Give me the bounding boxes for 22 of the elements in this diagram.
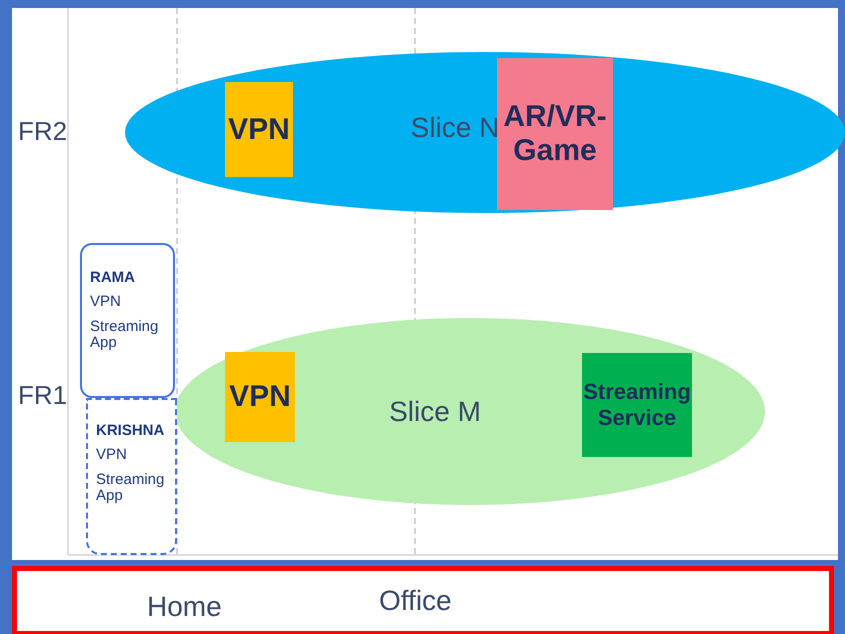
service-name: VPN bbox=[96, 447, 127, 464]
user-card bbox=[80, 243, 175, 398]
service-name: Streaming App bbox=[90, 318, 160, 352]
service-box bbox=[582, 353, 692, 457]
service-label: Streaming Service bbox=[582, 379, 692, 431]
axis-label: FR2 bbox=[18, 116, 68, 147]
axis-label: Office bbox=[379, 585, 452, 617]
slice-label: Slice M bbox=[388, 396, 482, 428]
service-box bbox=[225, 352, 295, 442]
service-label: VPN bbox=[228, 112, 290, 146]
axis-label: FR1 bbox=[18, 380, 68, 411]
service-label: AR/VR-Game bbox=[503, 100, 607, 168]
user-card bbox=[86, 398, 177, 555]
service-name: Streaming App bbox=[96, 472, 166, 504]
service-label: VPN bbox=[229, 380, 291, 414]
service-box bbox=[225, 82, 293, 177]
service-name: VPN bbox=[90, 294, 121, 310]
user-name: KRISHNA bbox=[96, 422, 164, 439]
axis-label: Home bbox=[147, 591, 222, 623]
service-box bbox=[497, 58, 613, 210]
slice-label: Slice N bbox=[410, 112, 500, 144]
user-name: RAMA bbox=[90, 269, 135, 286]
